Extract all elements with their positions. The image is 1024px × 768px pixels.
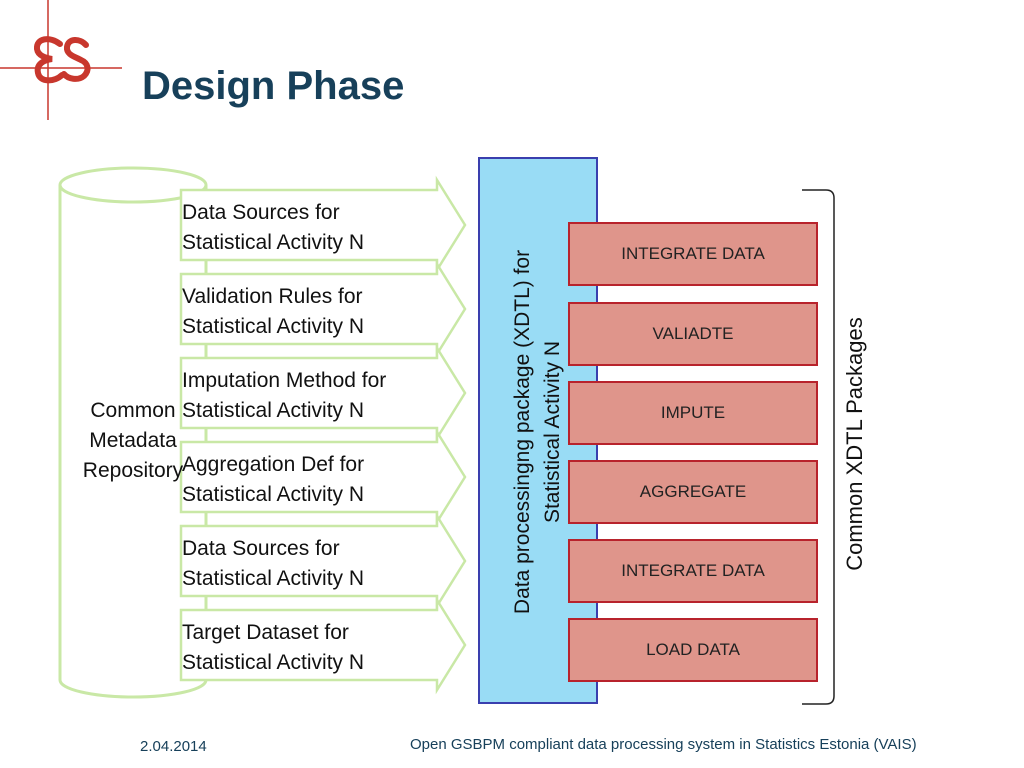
step-integrate-data-2: INTEGRATE DATA [568,539,818,603]
arrow-shape [179,595,467,695]
repository-line: Common [90,399,176,422]
arrow-label-line: Aggregation Def for [182,453,365,476]
arrow-label-line: Statistical Activity N [182,651,365,674]
arrow-label-target-dataset: Target Dataset for Statistical Activity … [182,618,442,678]
package-label-line: Statistical Activity N [541,340,564,524]
arrow-shape [179,427,467,527]
metadata-repository-cylinder [58,166,208,699]
page-title: Design Phase [142,64,405,108]
common-packages-bracket-icon [802,189,835,705]
arrow-label-line: Statistical Activity N [182,315,365,338]
arrow-label-line: Data Sources for [182,537,340,560]
arrow-label-line: Statistical Activity N [182,567,365,590]
footer-date: 2.04.2014 [140,738,207,755]
arrow-label-line: Validation Rules for [182,285,363,308]
arrow-shape [179,259,467,359]
arrow-label-aggregation-def: Aggregation Def for Statistical Activity… [182,450,442,510]
arrow-shape [179,175,467,275]
package-label-line: Data processingng package (XDTL) for [511,249,534,615]
footer-text: Open GSBPM compliant data processing sys… [410,736,917,753]
step-aggregate: AGGREGATE [568,460,818,524]
arrow-label-line: Data Sources for [182,201,340,224]
xdtl-package-label: Data processingng package (XDTL) for Sta… [508,182,568,682]
step-validate: VALIADTE [568,302,818,366]
arrow-label-data-sources: Data Sources for Statistical Activity N [182,198,442,258]
arrow-label-line: Statistical Activity N [182,483,365,506]
repository-line: Repository [82,459,184,482]
arrow-label-line: Statistical Activity N [182,399,365,422]
statistics-estonia-logo-icon [0,0,122,120]
arrow-shape [179,343,467,443]
arrow-label-line: Imputation Method for [182,369,387,392]
step-impute: IMPUTE [568,381,818,445]
arrow-label-validation-rules: Validation Rules for Statistical Activit… [182,282,442,342]
step-load-data: LOAD DATA [568,618,818,682]
repository-line: Metadata [89,429,177,452]
common-xdtl-packages-label: Common XDTL Packages [842,317,867,571]
arrow-label-line: Statistical Activity N [182,231,365,254]
metadata-repository-label: Common Metadata Repository [60,396,206,486]
step-integrate-data: INTEGRATE DATA [568,222,818,286]
arrow-shape [179,511,467,611]
arrow-label-data-sources-2: Data Sources for Statistical Activity N [182,534,442,594]
arrow-label-line: Target Dataset for [182,621,349,644]
arrow-label-imputation-method: Imputation Method for Statistical Activi… [182,366,442,426]
